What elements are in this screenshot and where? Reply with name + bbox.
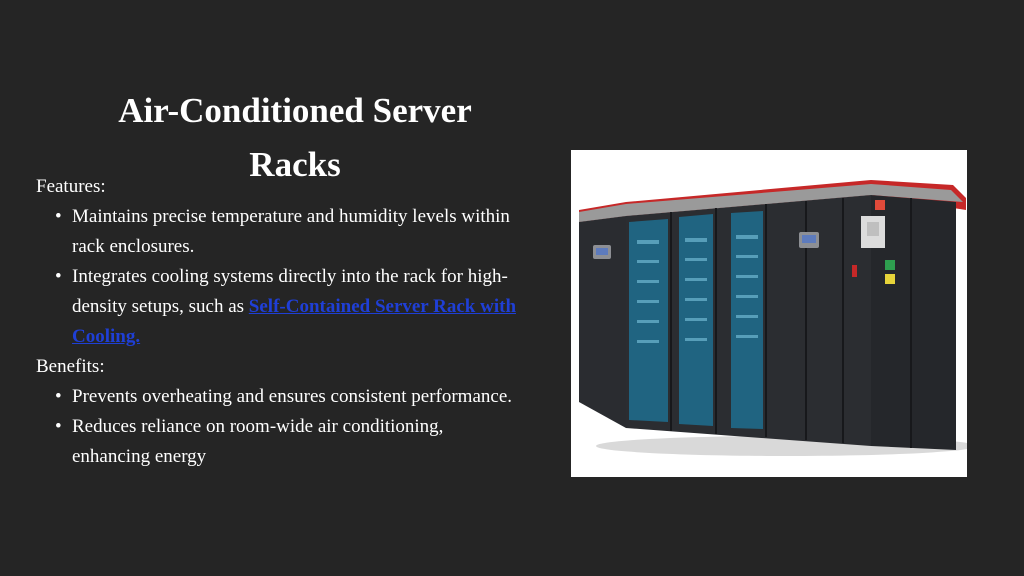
benefit-item-2: • Reduces reliance on room-wide air cond… — [36, 412, 526, 472]
benefits-label: Benefits: — [36, 356, 105, 377]
slide-title: Air-Conditioned Server Racks — [118, 91, 472, 184]
feature-text-2: Integrates cooling systems directly into… — [72, 266, 508, 317]
features-label: Features: — [36, 176, 106, 197]
bullet-icon: • — [55, 206, 62, 227]
feature-text-1: Maintains precise temperature and humidi… — [72, 206, 510, 257]
bullet-icon: • — [55, 386, 62, 407]
slide-body: Features: • Maintains precise temperatur… — [36, 172, 526, 472]
bullet-icon: • — [55, 416, 62, 437]
benefit-text-2: Reduces reliance on room-wide air condit… — [72, 416, 444, 467]
benefit-item-1: • Prevents overheating and ensures consi… — [36, 382, 526, 412]
benefits-list: • Prevents overheating and ensures consi… — [36, 382, 526, 472]
feature-item-2: • Integrates cooling systems directly in… — [36, 262, 526, 352]
features-list: • Maintains precise temperature and humi… — [36, 202, 526, 352]
bullet-icon: • — [55, 266, 62, 287]
server-rack-illustration — [571, 150, 967, 477]
self-contained-rack-link[interactable]: Self-Contained Server Rack with Cooling. — [72, 296, 517, 347]
server-rack-photo — [571, 150, 967, 477]
benefit-text-1: Prevents overheating and ensures consist… — [72, 386, 513, 407]
feature-item-1: • Maintains precise temperature and humi… — [36, 202, 526, 262]
